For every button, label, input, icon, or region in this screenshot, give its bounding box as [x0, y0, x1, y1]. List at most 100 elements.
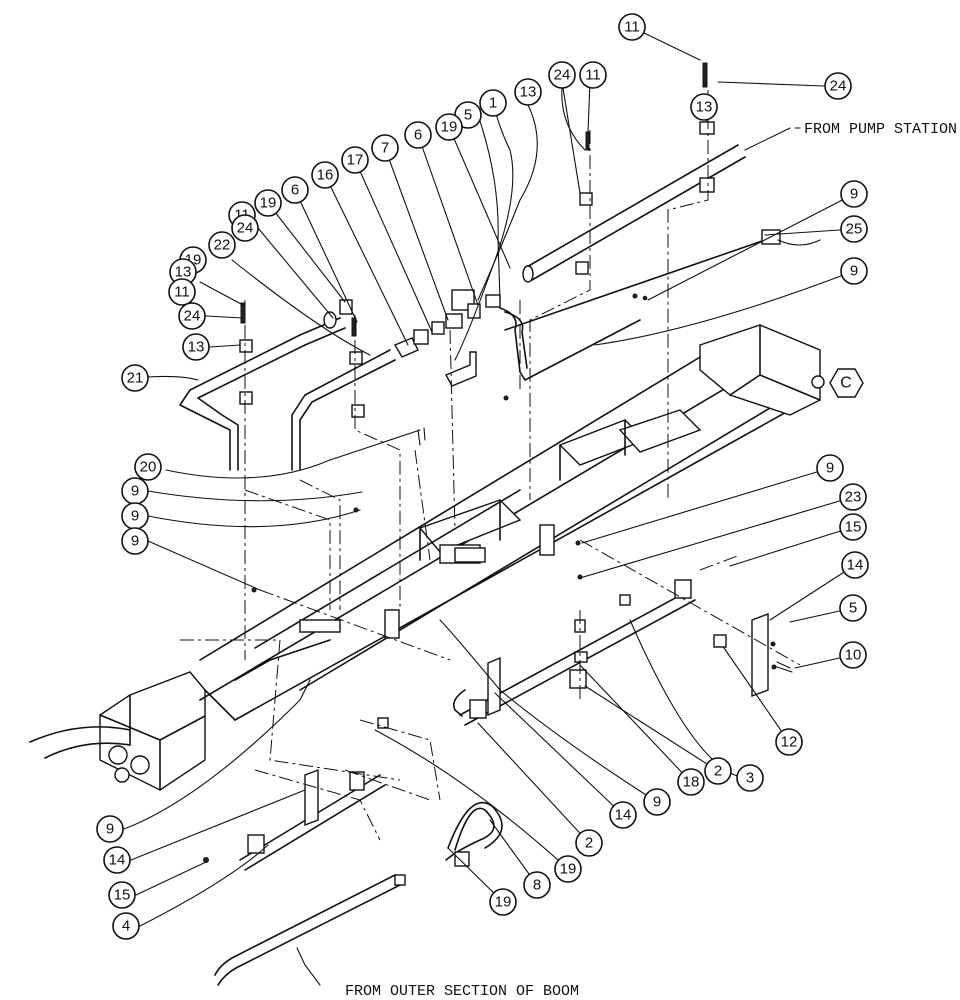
assembly-centerlines: [180, 90, 801, 841]
callout-circle: [168, 278, 196, 306]
callout-24: 24: [824, 72, 852, 100]
callout-number: 18: [683, 774, 700, 791]
callout-19: 19: [254, 189, 282, 217]
callout-number: 19: [441, 119, 458, 136]
callout-number: 21: [127, 370, 144, 387]
callout-number: 24: [184, 308, 201, 325]
callout-circle: [548, 61, 576, 89]
callout-number: 15: [114, 887, 131, 904]
callouts: 1124131124131519671716619112422191311241…: [96, 13, 869, 940]
callout-circle: [643, 788, 671, 816]
callout-10: 10: [839, 641, 867, 669]
callout-circle: [839, 594, 867, 622]
callout-number: 24: [830, 78, 847, 95]
callout-number: 9: [131, 508, 139, 525]
callout-number: 2: [585, 835, 593, 852]
callout-number: 9: [653, 794, 661, 811]
view-marker-label: C: [840, 375, 852, 392]
callout-number: 11: [624, 19, 640, 36]
callout-circle: [281, 176, 309, 204]
callout-21: 21: [121, 364, 149, 392]
callout-circle: [108, 881, 136, 909]
callout-4: 4: [112, 912, 140, 940]
callout-number: 11: [174, 284, 190, 301]
callout-13: 13: [182, 333, 210, 361]
leader-lines: [123, 32, 856, 986]
callout-number: 23: [845, 489, 862, 506]
callout-9: 9: [121, 477, 149, 505]
callout-number: 9: [850, 186, 858, 203]
callout-number: 15: [845, 519, 862, 536]
callout-number: 17: [347, 152, 364, 169]
callout-circle: [690, 93, 718, 121]
callout-circle: [840, 257, 868, 285]
callout-circle: [824, 72, 852, 100]
callout-9: 9: [96, 815, 124, 843]
callout-3: 3: [736, 764, 764, 792]
hoses-upper: [179, 299, 396, 471]
callout-number: 24: [237, 220, 254, 237]
callout-circle: [231, 214, 259, 242]
callout-18: 18: [677, 768, 705, 796]
clamp-stacks: [239, 62, 715, 418]
callout-number: 14: [847, 557, 864, 574]
callout-circle: [178, 302, 206, 330]
callout-7: 7: [371, 134, 399, 162]
callout-number: 2: [714, 763, 722, 780]
callout-number: 12: [781, 734, 798, 751]
callout-circle: [609, 801, 637, 829]
callout-circle: [341, 146, 369, 174]
callout-19: 19: [435, 113, 463, 141]
valve-assembly: [393, 289, 641, 387]
callout-number: 11: [585, 67, 601, 84]
callout-number: 13: [520, 84, 537, 101]
callout-6: 6: [281, 176, 309, 204]
callout-15: 15: [839, 513, 867, 541]
callout-number: 7: [381, 140, 389, 157]
callout-15: 15: [108, 881, 136, 909]
callout-1: 1: [479, 89, 507, 117]
callout-2: 2: [575, 829, 603, 857]
callout-9: 9: [840, 257, 868, 285]
callout-11: 11: [168, 278, 196, 306]
callout-14: 14: [609, 801, 637, 829]
callout-circle: [371, 134, 399, 162]
callout-circle: [479, 89, 507, 117]
callout-16: 16: [311, 161, 339, 189]
callout-circle: [208, 231, 236, 259]
callout-circle: [554, 855, 582, 883]
callout-24: 24: [231, 214, 259, 242]
callout-number: 8: [533, 877, 541, 894]
callout-circle: [775, 728, 803, 756]
callout-17: 17: [341, 146, 369, 174]
callout-circle: [736, 764, 764, 792]
callout-number: 9: [106, 821, 114, 838]
callout-11: 11: [618, 13, 646, 41]
callout-20: 20: [134, 453, 162, 481]
callout-number: 20: [140, 459, 157, 476]
callout-circle: [311, 161, 339, 189]
callout-circle: [816, 454, 844, 482]
callout-number: 16: [317, 167, 334, 184]
callout-25: 25: [840, 215, 868, 243]
callout-number: 14: [615, 807, 632, 824]
callout-circle: [103, 846, 131, 874]
callout-circle: [134, 453, 162, 481]
callout-11: 11: [579, 61, 607, 89]
callout-number: 13: [696, 99, 713, 116]
callout-number: 6: [291, 182, 299, 199]
callout-number: 5: [464, 107, 472, 124]
callout-number: 25: [846, 221, 863, 238]
callout-circle: [839, 641, 867, 669]
note-outer-section: FROM OUTER SECTION OF BOOM: [345, 983, 579, 1000]
callout-number: 4: [122, 918, 130, 935]
callout-circle: [840, 180, 868, 208]
boom-frame: [29, 324, 825, 791]
pump-station-pipe: [522, 127, 791, 283]
callout-circle: [841, 551, 869, 579]
callout-number: 1: [489, 95, 497, 112]
callout-13: 13: [690, 93, 718, 121]
callout-circle: [618, 13, 646, 41]
callout-23: 23: [839, 483, 867, 511]
